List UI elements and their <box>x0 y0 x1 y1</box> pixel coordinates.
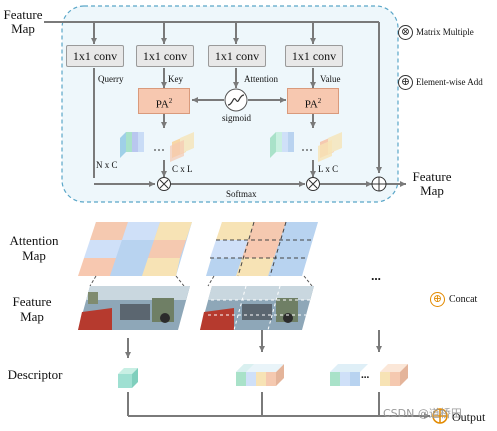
sigmoid-node <box>224 88 248 112</box>
conv-attention: 1x1 conv <box>208 45 266 67</box>
output-feature-map-label: Feature Map <box>412 169 452 198</box>
element-wise-add-label: Element-wise Add <box>416 77 483 87</box>
sigmoid-label: sigmoid <box>222 113 252 123</box>
input-feature-map-label: Feature Map <box>3 7 43 36</box>
pa-label: PA <box>304 98 318 111</box>
pa-label: PA <box>155 98 169 111</box>
concat-op <box>432 408 448 424</box>
descriptor-stack-3 <box>330 364 408 386</box>
output-label: Output <box>452 410 486 424</box>
attention-tile-stack <box>270 132 294 158</box>
cxl-label: C x L <box>172 164 193 174</box>
query-label: Querry <box>98 74 124 84</box>
lxc-label: L x C <box>318 164 339 174</box>
feature-map-label: Feature Map <box>12 294 52 324</box>
value-label: Value <box>320 74 341 84</box>
pa-block-value: PA2 <box>287 88 339 114</box>
nxc-label: N x C <box>96 160 118 170</box>
descriptor-stack-2 <box>236 364 284 386</box>
conv-value: 1x1 conv <box>285 45 343 67</box>
concat-label: Concat <box>449 294 478 305</box>
pa-block-key: PA2 <box>138 88 190 114</box>
feature-map-photo-2 <box>200 285 314 331</box>
feature-map-photo-1 <box>78 286 190 330</box>
matrix-multiple-icon: ⊗ <box>398 25 413 40</box>
descriptor-label: Descriptor <box>7 367 63 382</box>
descriptor-1 <box>118 368 138 388</box>
key-label: Key <box>168 74 183 84</box>
pa-superscript: 2 <box>168 97 173 105</box>
add-op <box>371 176 387 192</box>
conv-key: 1x1 conv <box>136 45 194 67</box>
watermark: CSDN @道桥田 <box>383 407 462 420</box>
value-tile-stack <box>318 132 342 162</box>
ellipsis-label: ... <box>371 268 381 283</box>
pa-superscript: 2 <box>317 97 322 105</box>
matrix-multiple-label: Matrix Multiple <box>416 27 474 37</box>
query-tile-stack <box>120 132 144 158</box>
attention-label: Attention <box>244 74 278 84</box>
key-tile-stack <box>170 132 194 162</box>
attention-map-label: Attention Map <box>9 233 59 263</box>
conv-query: 1x1 conv <box>66 45 124 67</box>
attention-map-1 <box>78 222 192 276</box>
element-wise-add-icon: ⊕ <box>398 75 413 90</box>
descriptor-ellipsis: ... <box>361 369 370 381</box>
concat-icon: ⊕ <box>430 292 445 307</box>
matmul-op-1 <box>157 177 171 191</box>
softmax-label: Softmax <box>226 189 257 199</box>
matmul-op-2 <box>306 177 320 191</box>
attention-map-2 <box>206 221 318 277</box>
